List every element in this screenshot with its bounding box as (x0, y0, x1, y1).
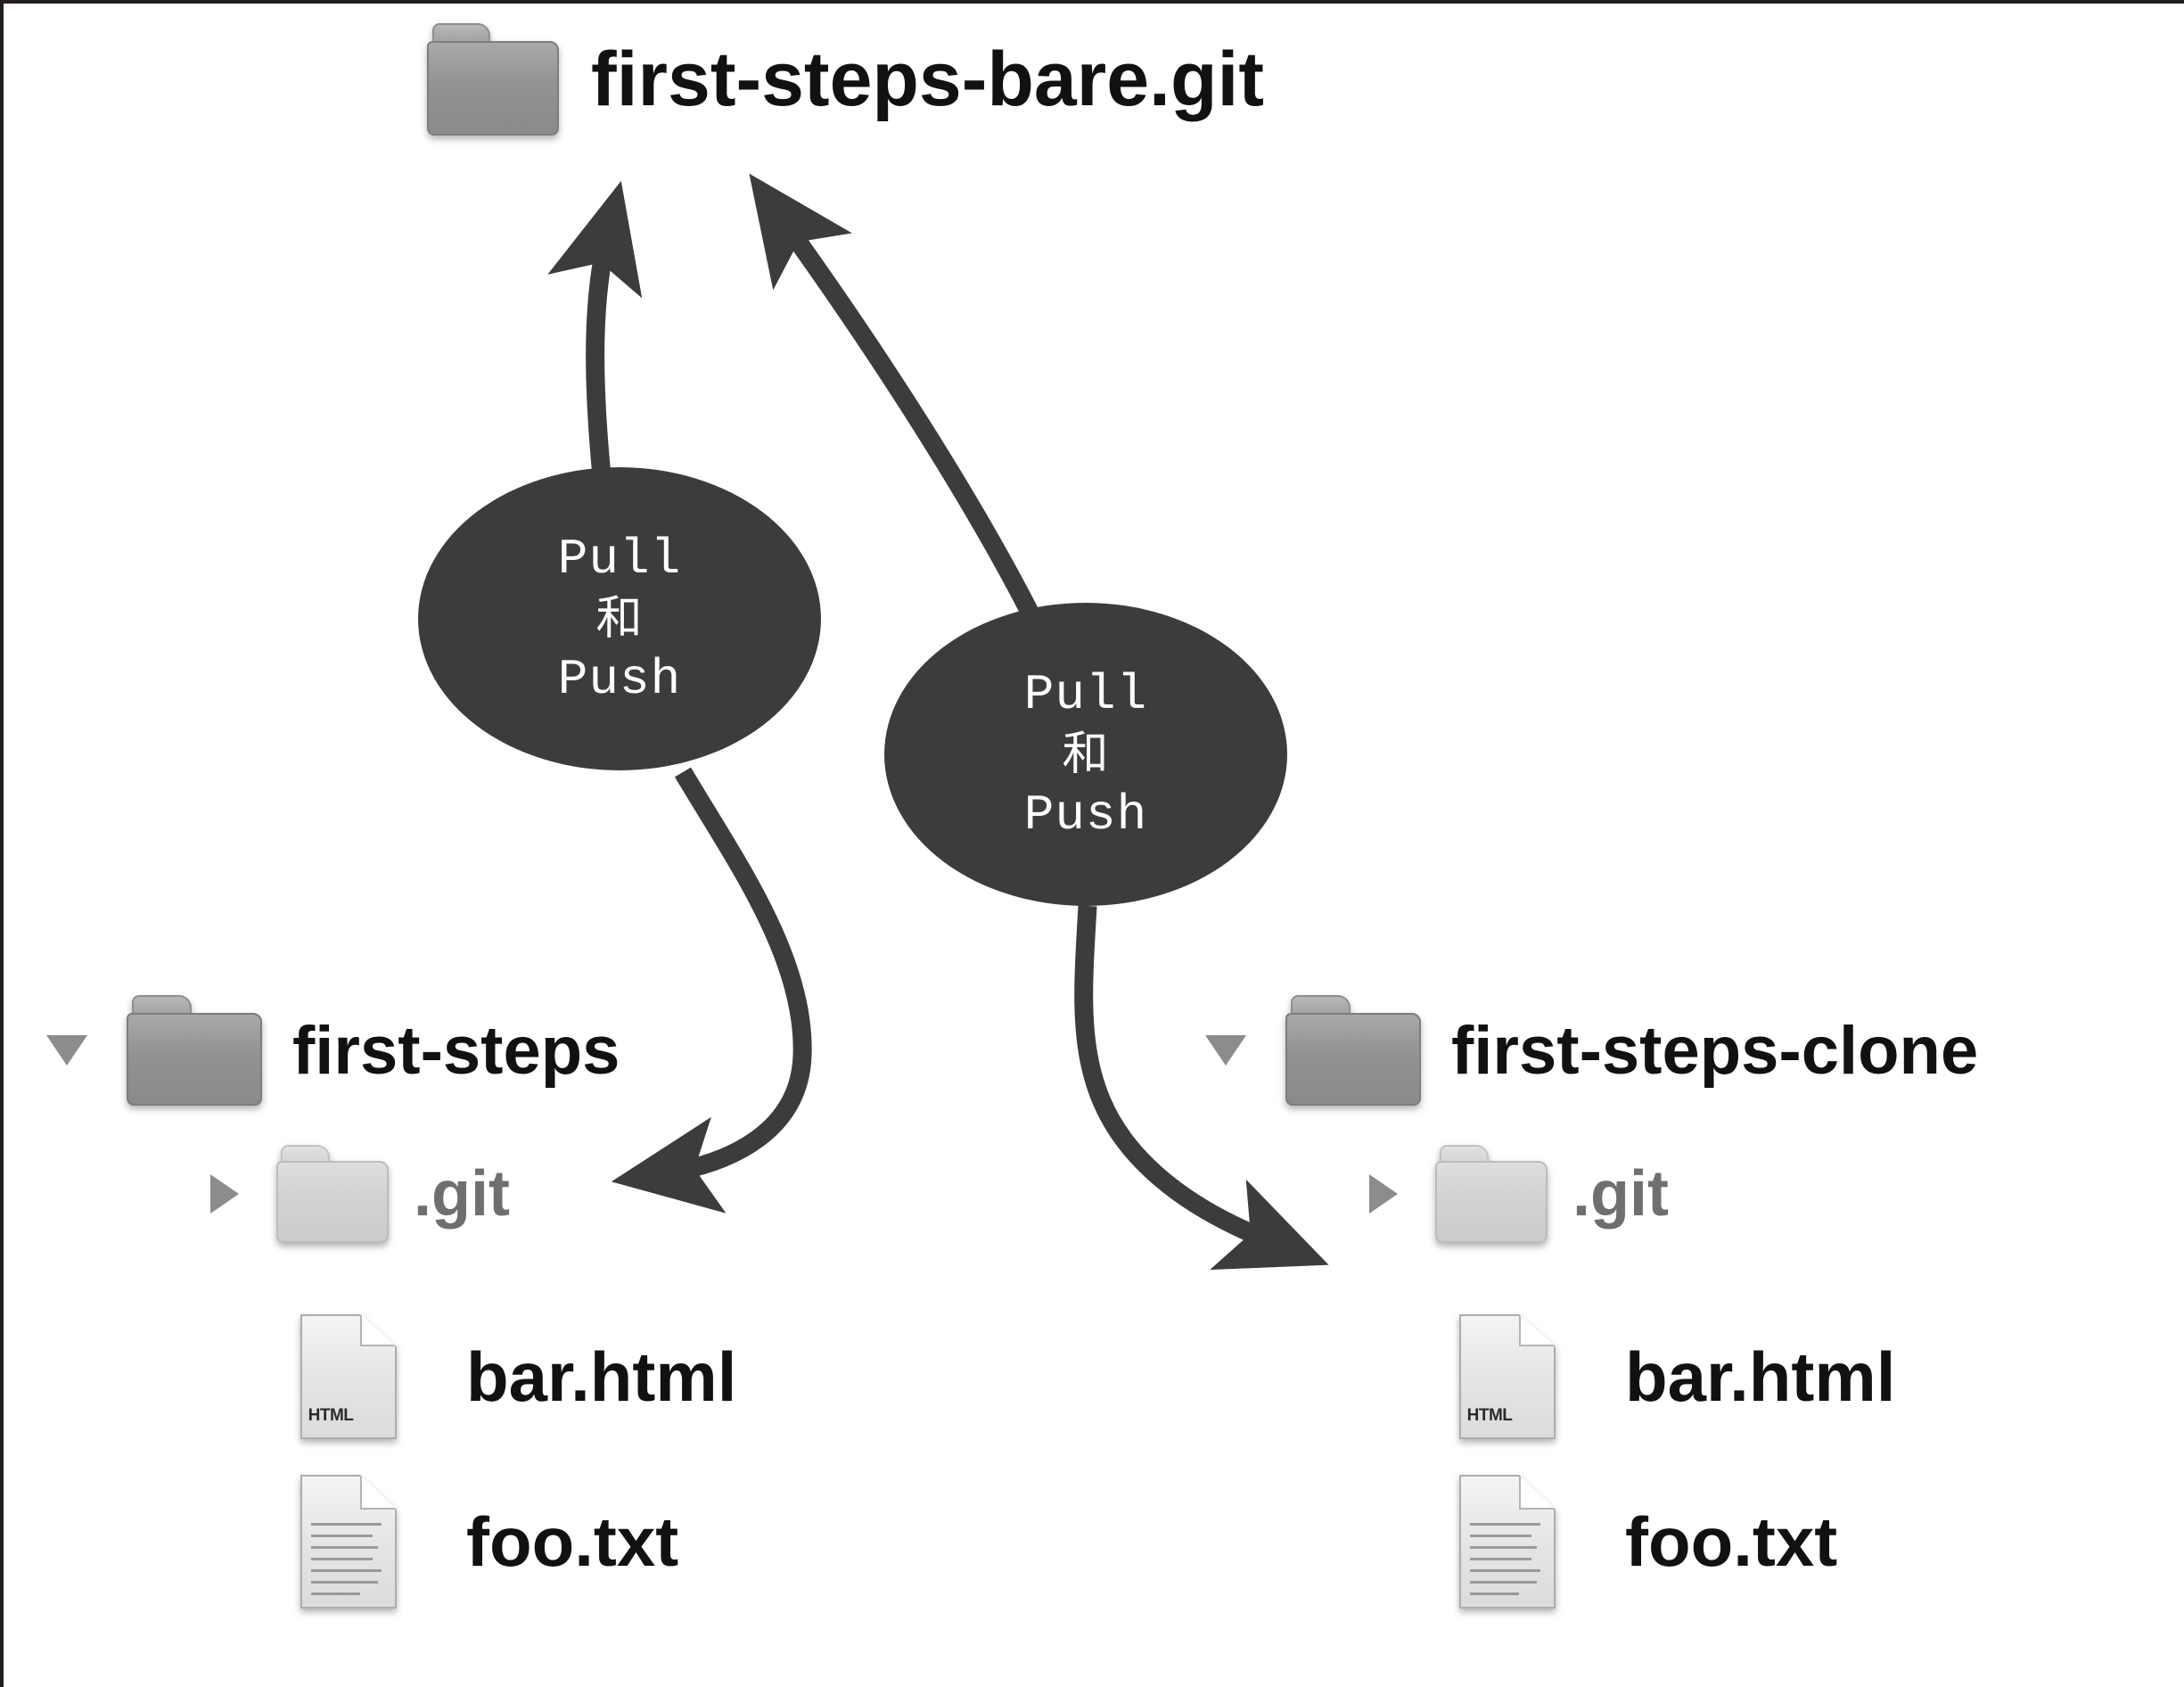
html-badge: HTML (1466, 1405, 1513, 1425)
remote-repo-label: first-steps-bare.git (591, 36, 1265, 122)
triangle-right-icon[interactable] (1369, 1174, 1398, 1214)
bubble-right-line-1: Pull (1023, 665, 1148, 723)
folder-icon (1285, 995, 1421, 1106)
node-first-steps-root[interactable]: first-steps (46, 995, 620, 1106)
html-badge: HTML (308, 1405, 354, 1425)
bubble-left-pull-push[interactable]: Pull 和 Push (418, 467, 821, 770)
clone-bar-html-label: bar.html (1625, 1337, 1896, 1416)
bubble-left-line-3: Push (557, 650, 682, 708)
node-clone-foo-txt[interactable]: foo.txt (1459, 1475, 1837, 1609)
clone-git-label: .git (1572, 1158, 1669, 1230)
bubble-left-line-1: Pull (557, 530, 682, 588)
html-file-icon: HTML (300, 1314, 397, 1439)
triangle-down-icon[interactable] (1205, 1035, 1246, 1066)
text-file-icon (1459, 1475, 1556, 1609)
bar-html-label: bar.html (466, 1337, 737, 1416)
bubble-right-line-2: 和 (1062, 727, 1110, 781)
triangle-right-icon[interactable] (210, 1174, 239, 1214)
bubble-left-line-2: 和 (595, 591, 644, 646)
first-steps-label: first-steps (292, 1012, 620, 1089)
folder-icon (276, 1145, 389, 1243)
clone-foo-txt-label: foo.txt (1625, 1502, 1838, 1581)
node-clone-git[interactable]: .git (1369, 1145, 1669, 1243)
bubble-right-pull-push[interactable]: Pull 和 Push (884, 603, 1287, 906)
first-steps-git-label: .git (414, 1158, 510, 1230)
node-remote-repo[interactable]: first-steps-bare.git (427, 23, 1264, 136)
node-first-steps-bar-html[interactable]: HTML bar.html (300, 1314, 736, 1439)
triangle-down-icon[interactable] (46, 1035, 87, 1066)
folder-icon (1435, 1145, 1548, 1243)
html-file-icon: HTML (1459, 1314, 1556, 1439)
folder-icon (127, 995, 262, 1106)
node-clone-bar-html[interactable]: HTML bar.html (1459, 1314, 1895, 1439)
folder-icon (427, 23, 559, 136)
bubble-right-line-3: Push (1023, 786, 1148, 844)
arrow-left-down (611, 767, 812, 1214)
foo-txt-label: foo.txt (466, 1502, 679, 1581)
arrow-right-up (749, 173, 1047, 632)
node-first-steps-clone-root[interactable]: first-steps-clone (1205, 995, 1978, 1106)
node-first-steps-git[interactable]: .git (210, 1145, 510, 1243)
node-first-steps-foo-txt[interactable]: foo.txt (300, 1475, 678, 1609)
arrow-left-up (547, 180, 643, 487)
text-file-icon (300, 1475, 397, 1609)
first-steps-clone-label: first-steps-clone (1451, 1012, 1979, 1089)
